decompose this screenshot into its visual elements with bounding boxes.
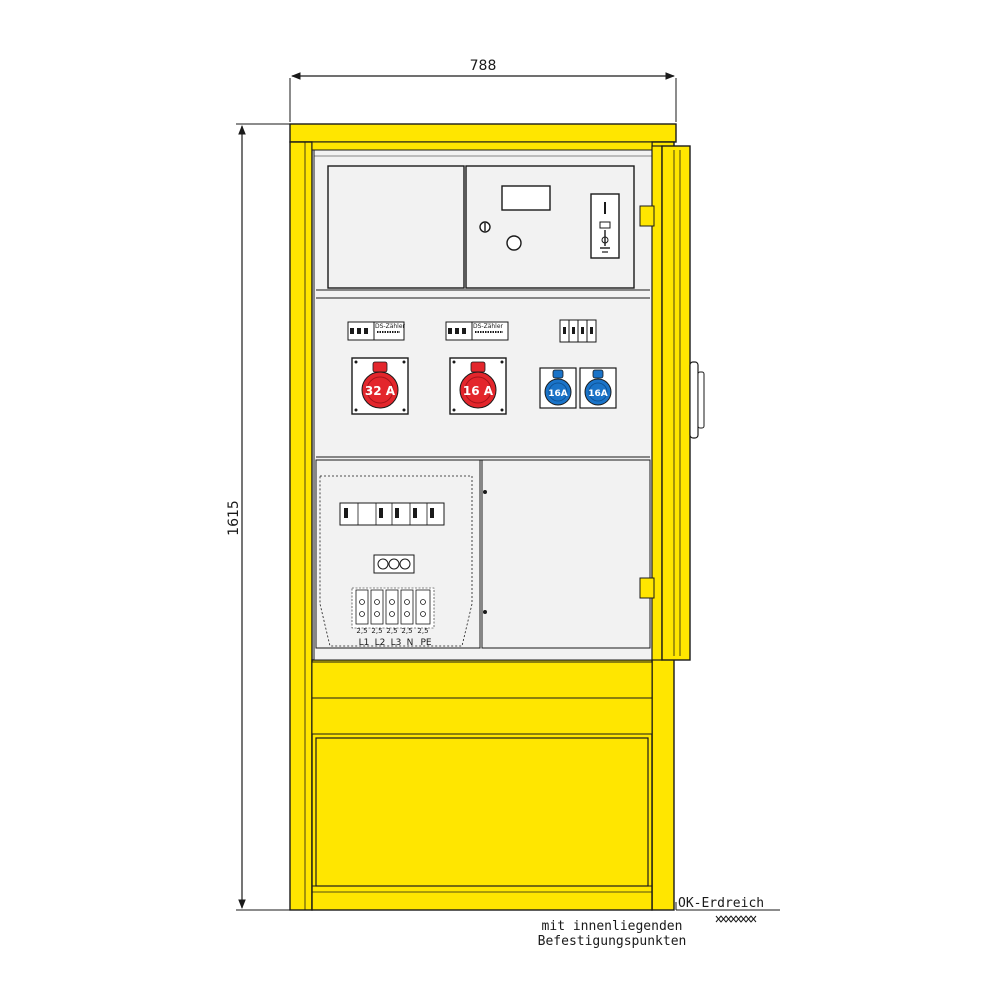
terminal-phase-pe: PE xyxy=(420,638,431,648)
push-button-icon[interactable] xyxy=(506,235,522,251)
socket-cee-16a-red[interactable]: 16 A xyxy=(449,357,507,415)
terminal-size-5: 2,5 xyxy=(417,627,428,635)
terminal-phase-l1: L1 xyxy=(359,638,370,648)
socket-cee-16a-blue-2[interactable]: 16A xyxy=(579,367,617,409)
terminal-size-3: 2,5 xyxy=(386,627,397,635)
meter-left-label: DS-Zähler xyxy=(375,323,406,330)
door-handle-icon[interactable] xyxy=(689,361,705,439)
terminal-l2 xyxy=(370,589,384,625)
meter-middle: DS-Zähler xyxy=(445,321,509,341)
ground-hatch-icon xyxy=(715,915,757,923)
open-door[interactable] xyxy=(639,145,705,661)
coin-slot-icon[interactable] xyxy=(590,193,620,259)
terminal-size-2: 2,5 xyxy=(371,627,382,635)
fuse-holder xyxy=(373,554,415,574)
socket-cee-16a-blue-2-label: 16A xyxy=(588,389,608,399)
door-hinge-top xyxy=(639,205,655,227)
terminal-pe xyxy=(415,589,431,625)
socket-cee-16a-blue-1-label: 16A xyxy=(548,389,568,399)
socket-cee-32a-label: 32 A xyxy=(365,384,396,398)
terminal-l1 xyxy=(355,589,369,625)
terminal-phase-l2: L2 xyxy=(375,638,386,648)
socket-cee-32a[interactable]: 32 A xyxy=(351,357,409,415)
top-meter-section xyxy=(327,165,635,289)
terminal-phase-l3: L3 xyxy=(391,638,402,648)
width-dimension-label: 788 xyxy=(470,58,497,74)
breaker-row xyxy=(339,502,445,526)
distribution-section: 2,5 2,5 2,5 2,5 2,5 L1 L2 L3 N PE xyxy=(315,459,651,649)
terminal-block: 2,5 2,5 2,5 2,5 2,5 L1 L2 L3 N PE xyxy=(351,587,435,648)
terminal-l3 xyxy=(385,589,399,625)
socket-cee-16a-blue-1[interactable]: 16A xyxy=(539,367,577,409)
socket-section: DS-Zähler DS-Zähler xyxy=(347,319,617,415)
breaker-block-right xyxy=(559,319,597,343)
meter-display-window xyxy=(501,185,551,211)
terminal-phase-n: N xyxy=(407,638,414,648)
meter-left: DS-Zähler xyxy=(347,321,406,341)
ground-marker: OK-Erdreich mit innenliegenden Befestigu… xyxy=(538,896,780,949)
meter-middle-label: DS-Zähler xyxy=(473,323,504,330)
terminal-size-4: 2,5 xyxy=(401,627,412,635)
height-dimension: 1615 xyxy=(226,123,290,911)
key-lock-icon[interactable] xyxy=(479,221,491,233)
height-dimension-label: 1615 xyxy=(226,500,242,536)
ground-note-line2: Befestigungspunkten xyxy=(538,934,687,949)
ground-note-line1: mit innenliegenden xyxy=(542,919,683,934)
terminal-size-1: 2,5 xyxy=(356,627,367,635)
width-dimension: 788 xyxy=(289,58,677,122)
ground-label: OK-Erdreich xyxy=(678,896,764,911)
door-hinge-bottom xyxy=(639,577,655,599)
terminal-n xyxy=(400,589,414,625)
socket-cee-16a-red-label: 16 A xyxy=(463,384,494,398)
